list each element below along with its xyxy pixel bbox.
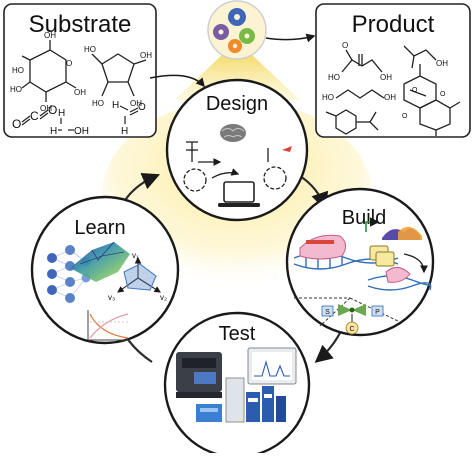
response-surface-icon	[70, 241, 130, 282]
brain-icon	[220, 124, 246, 142]
formaldehyde-h-top: H	[112, 100, 119, 111]
glucose-ho-label: HO	[12, 66, 24, 75]
co2-molecule: O C O	[12, 103, 57, 131]
product-title: Product	[352, 11, 435, 38]
product-panel: Product HO OH O OH HO OH	[315, 3, 471, 138]
methanol-h-left: H	[50, 126, 57, 137]
gene-arrow-icon	[365, 217, 380, 232]
design-stage: Design	[165, 78, 309, 222]
formaldehyde-molecule: H O H	[112, 100, 146, 137]
artemisinin-o-label: O	[412, 87, 418, 94]
build-curved-arrow	[403, 253, 428, 274]
butanediol-ho-label: HO	[322, 93, 334, 102]
itaconic-acid-molecule	[341, 49, 383, 73]
metabolic-valve-icon	[338, 304, 366, 316]
ribose-ho-label-2: HO	[92, 99, 104, 108]
gears-to-product-arrow	[265, 33, 316, 43]
edited-dna-icon	[367, 267, 432, 291]
build-stage: Build	[285, 187, 435, 337]
sequencer-instrument-icon	[176, 352, 222, 398]
glucose-oh-label: OH	[40, 104, 52, 113]
ribose-ho-label: HO	[84, 45, 96, 54]
chromatogram-monitor-icon	[247, 347, 297, 385]
limonene-molecule	[325, 109, 379, 135]
gear-blue-icon	[228, 8, 246, 26]
test-stage: Test	[163, 311, 311, 458]
vector-v2-label: v₂	[160, 293, 167, 302]
co2-o-left: O	[12, 117, 21, 131]
itaconic-ho-label: HO	[328, 73, 340, 82]
design-red-edit-mark	[282, 146, 292, 152]
glucose-molecule	[21, 40, 77, 102]
co2-o-right: O	[48, 103, 57, 117]
node-c-label: C	[349, 326, 354, 333]
pipette-box-icon	[196, 404, 222, 422]
substrate-panel: Substrate HO HO OH OH OH O HO HO OH OH	[3, 3, 157, 138]
methanol-h-top: H	[58, 108, 65, 119]
product-node: P	[371, 305, 384, 317]
glucose-oh-label-3: OH	[44, 31, 56, 40]
substrate-node: S	[321, 305, 334, 317]
glucose-o-label: O	[66, 59, 72, 68]
itaconic-o-label: O	[342, 41, 348, 50]
byproduct-node: C	[345, 314, 359, 335]
vector-v3-label: v₃	[108, 293, 115, 302]
test-label: Test	[219, 323, 256, 345]
substrate-title: Substrate	[29, 11, 132, 38]
gear-green-icon	[239, 28, 255, 44]
neural-network-icon	[47, 245, 91, 303]
design-label: Design	[206, 93, 268, 115]
design-pathway-sketch	[183, 141, 287, 192]
formaldehyde-o: O	[138, 102, 146, 113]
cas-enzyme-icon	[299, 234, 346, 260]
ribose-molecule	[91, 53, 147, 97]
butanediol-molecule	[335, 89, 385, 99]
laptop-icon	[218, 181, 260, 207]
learn-stage: Learn	[30, 195, 180, 345]
ribosome-icon	[382, 226, 422, 240]
formaldehyde-h-bottom: H	[121, 126, 128, 137]
co2-c: C	[30, 109, 39, 123]
itaconic-oh-label: OH	[380, 73, 392, 82]
substrate-to-gears-arrow	[149, 74, 205, 88]
glucose-oh-label-2: OH	[74, 88, 86, 97]
gear-purple-icon	[213, 24, 229, 40]
node-p-label: P	[375, 309, 380, 316]
learning-curve-chart-icon	[87, 310, 130, 341]
methanol-oh: OH	[74, 126, 89, 137]
glucose-ho-label-2: HO	[10, 85, 22, 94]
gear-orange-icon	[228, 39, 242, 53]
methanol-molecule: H H OH	[50, 108, 89, 137]
plasmid-icon	[369, 245, 395, 267]
node-s-label: S	[325, 309, 330, 316]
lcms-instrument-icon	[225, 377, 286, 423]
gears-cell	[207, 0, 267, 60]
learn-label: Learn	[74, 217, 125, 239]
butanediol-oh-label: OH	[384, 93, 396, 102]
artemisinin-o-label-2: O	[402, 113, 408, 120]
ribose-oh-label-2: OH	[140, 51, 152, 60]
vector-space-icon	[117, 256, 161, 293]
artemisinin-o-label-3: O	[440, 91, 446, 98]
isobutanol-oh-label: OH	[436, 59, 448, 68]
isobutanol-molecule	[403, 45, 437, 69]
ribose-oh-label: OH	[130, 99, 142, 108]
artemisinin-molecule	[403, 64, 461, 136]
build-label: Build	[342, 207, 386, 229]
vector-v1-label: v₁	[132, 251, 139, 260]
